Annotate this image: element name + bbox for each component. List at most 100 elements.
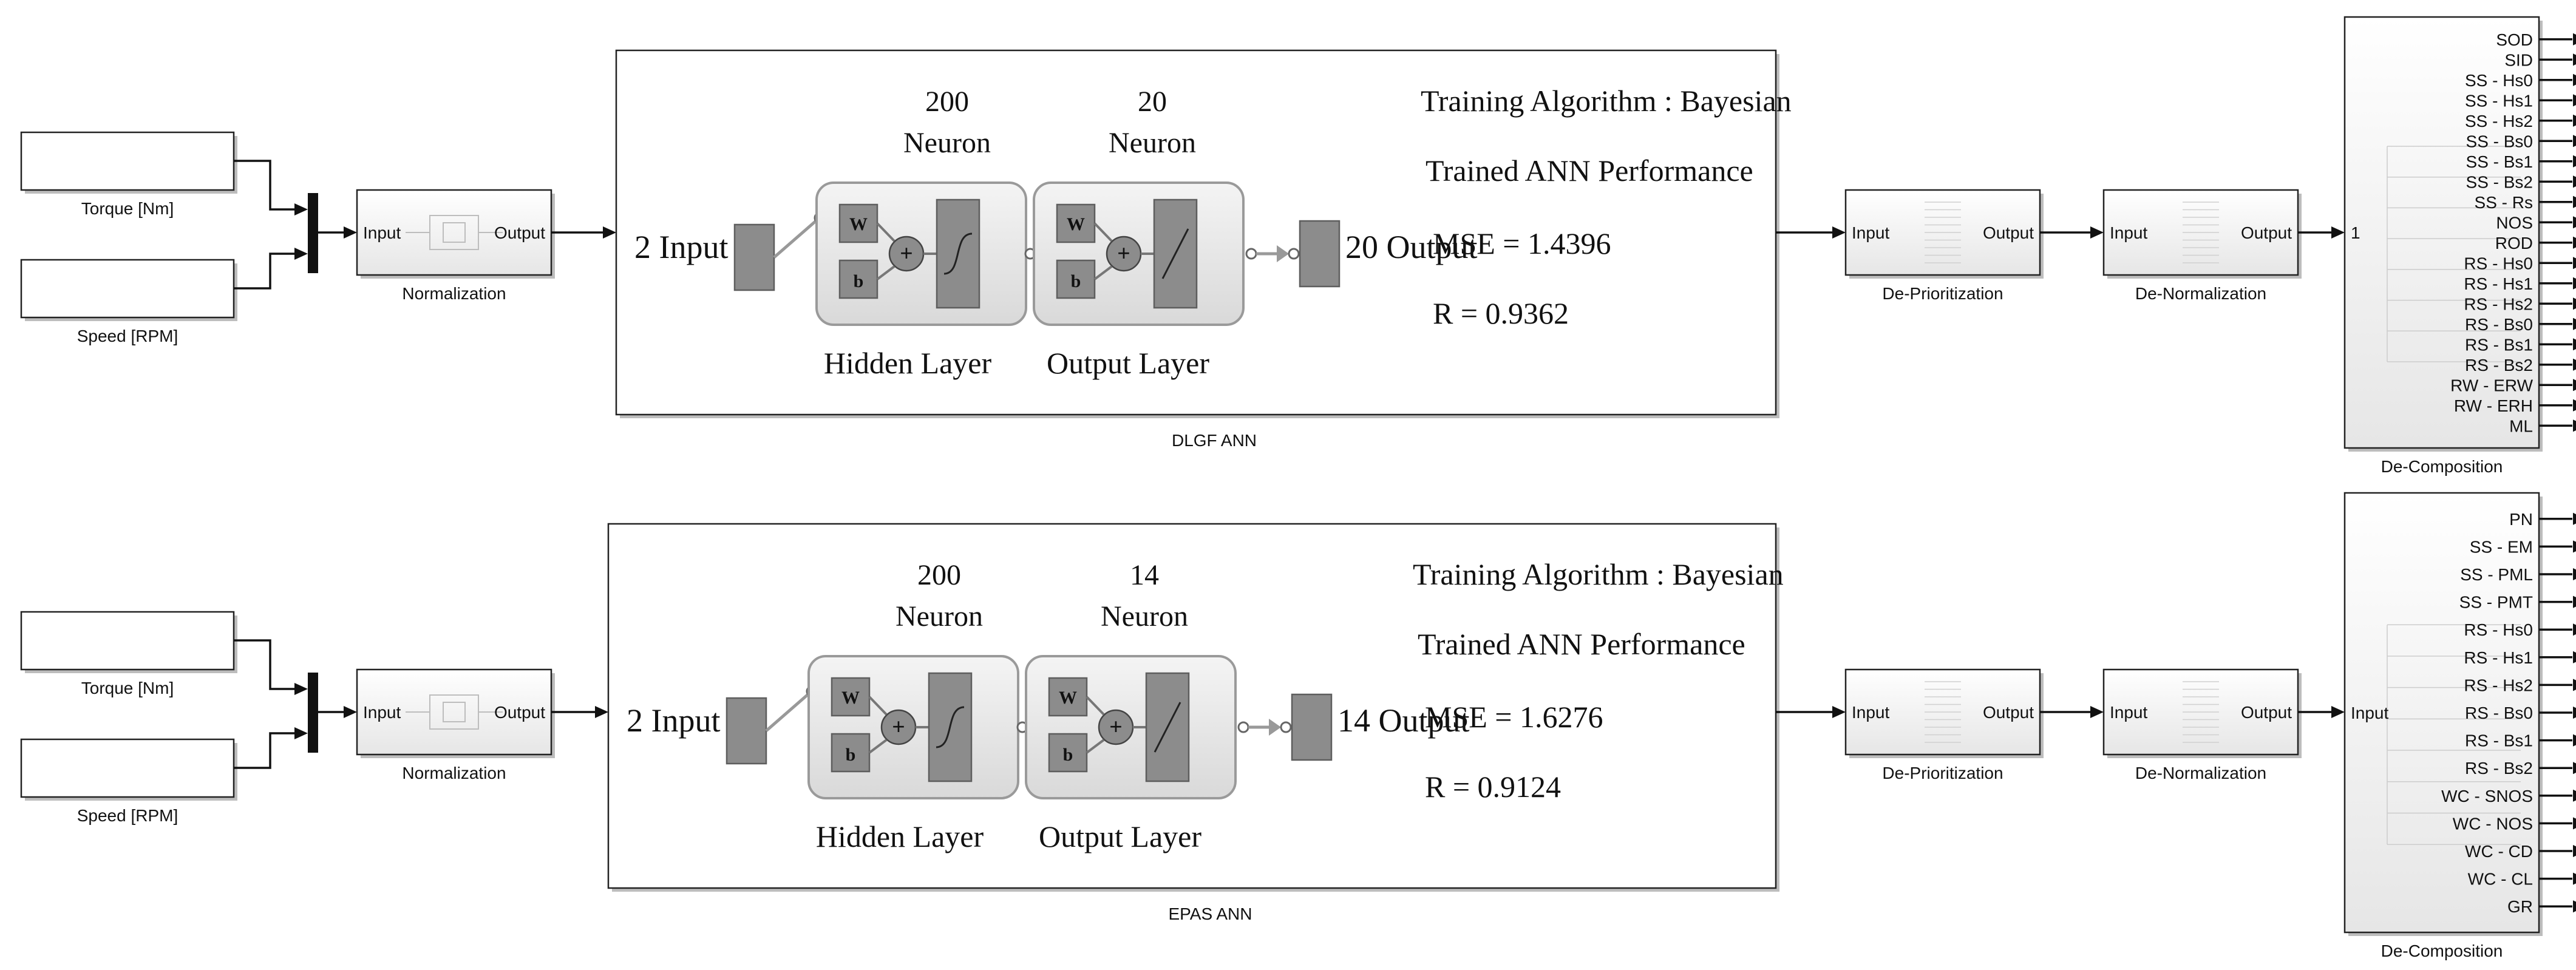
connector [773, 219, 818, 259]
arrow-head [2573, 358, 2576, 371]
input-source[interactable]: Torque [Nm] [20, 131, 237, 218]
input-source[interactable]: Speed [RPM] [20, 738, 237, 825]
arrow-head [344, 706, 357, 718]
subsystem-glyph [406, 215, 503, 250]
block-label: De-Prioritization [1882, 284, 2003, 303]
output-port-label: RW - ERW [2450, 376, 2533, 395]
arrow-head [2573, 623, 2576, 636]
training-algorithm: Training Algorithm : Bayesian [1421, 84, 1792, 118]
output-port-label: RW - ERH [2454, 396, 2533, 415]
arrow-head [2573, 277, 2576, 290]
arrow-head [2573, 317, 2576, 330]
weight-symbol: W [1059, 688, 1077, 708]
input-body[interactable] [20, 611, 235, 671]
junction-dot [1245, 248, 1257, 260]
block-label: De-Normalization [2135, 764, 2266, 782]
connector [1086, 696, 1105, 716]
arrow-head [2573, 216, 2576, 229]
input-port-label: Input [363, 223, 401, 242]
output-port-label: RS - Bs2 [2465, 759, 2533, 778]
output-port-label: SID [2504, 50, 2533, 69]
arrow-head [2331, 226, 2345, 239]
output-port-label: WC - SNOS [2441, 787, 2533, 806]
arrow-head [603, 226, 616, 239]
output-port-label: WC - CD [2465, 842, 2533, 861]
subsystem-glyph [2387, 624, 2521, 845]
input-port-label: 1 [2351, 223, 2360, 242]
output-port-label: SS - Rs [2475, 193, 2533, 212]
model-row-0: Torque [Nm] Speed [RPM] Input OutputNormali… [20, 16, 2576, 476]
weight-block [831, 677, 871, 717]
arrow-head [2573, 734, 2576, 747]
output-neuron-count: 20 [1138, 86, 1167, 118]
output-port-label: RS - Bs1 [2465, 731, 2533, 750]
input-body[interactable] [20, 131, 235, 191]
sum-symbol: + [892, 714, 905, 740]
output-port-label: RS - Hs0 [2464, 620, 2533, 639]
hidden-layer-label: Hidden Layer [824, 346, 992, 380]
output-layer: Wb+ [1025, 655, 1237, 799]
bias-symbol: b [854, 271, 864, 291]
input-source[interactable]: Torque [Nm] [20, 611, 237, 697]
output-port-label: RS - Hs2 [2464, 676, 2533, 694]
input-port-label: Input [1852, 223, 1889, 242]
decomposition-body[interactable] [2343, 492, 2540, 934]
output-port-label: PN [2509, 510, 2533, 529]
connector [868, 739, 888, 754]
bias-symbol: b [846, 745, 856, 765]
arrow-head [2573, 568, 2576, 580]
block-label: De-Composition [2381, 457, 2503, 476]
arrow-head [2573, 845, 2576, 857]
hidden-neuron-unit: Neuron [903, 127, 991, 159]
hidden-neuron-count: 200 [925, 86, 969, 118]
ann-caption: EPAS ANN [1169, 904, 1252, 923]
output-port-label: RS - Hs0 [2464, 254, 2533, 273]
output-port-label: SS - PMT [2459, 593, 2533, 612]
junction-dot [1288, 248, 1300, 260]
normalization-block-body[interactable] [356, 668, 552, 756]
arrow-head [294, 683, 308, 695]
output-port-label: RS - Bs2 [2465, 356, 2533, 375]
connector [1086, 739, 1105, 754]
arrow-head [1832, 706, 1846, 718]
output-port-label: RS - Bs1 [2465, 335, 2533, 354]
output-port-label: Output [2241, 703, 2292, 722]
output-port-label: ML [2509, 416, 2533, 435]
subsystem-glyph [2183, 681, 2219, 743]
output-port-label: SS - Hs2 [2465, 112, 2533, 131]
output-port-label: SS - PML [2460, 565, 2533, 584]
input-source[interactable]: Speed [RPM] [20, 259, 237, 345]
output-port-label: NOS [2496, 213, 2533, 232]
arrow-head [2090, 226, 2104, 239]
output-node [1299, 220, 1341, 288]
arrow-head [2573, 595, 2576, 608]
bias-symbol: b [1063, 745, 1073, 765]
input-body[interactable] [20, 259, 235, 319]
input-port-label: Input [1852, 703, 1889, 722]
output-port-label: Output [494, 223, 545, 242]
input-label: Torque [Nm] [81, 679, 174, 697]
subsystem-glyph [2387, 146, 2521, 362]
arrow-head [2573, 399, 2576, 412]
block-label: De-Prioritization [1882, 764, 2003, 782]
hidden-layer: Wb+ [807, 655, 1019, 799]
block-label: Normalization [402, 284, 506, 303]
output-port-label: RS - Bs0 [2465, 704, 2533, 722]
decomposition-body[interactable] [2343, 16, 2540, 449]
bias-block [1048, 733, 1088, 773]
sum-symbol: + [1117, 241, 1130, 266]
output-port-label: SS - Bs0 [2466, 132, 2533, 151]
input-body[interactable] [20, 738, 235, 798]
arrow-head [2573, 155, 2576, 168]
linear-icon [1161, 228, 1189, 279]
